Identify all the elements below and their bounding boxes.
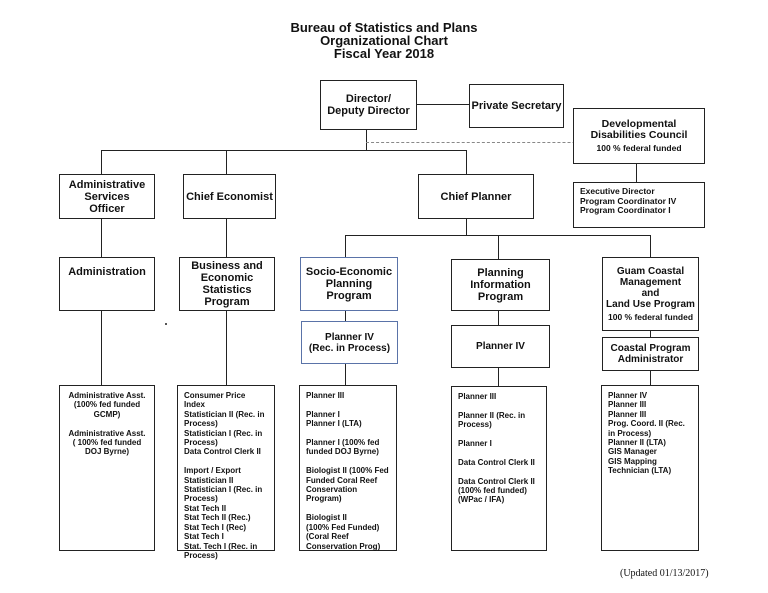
connector: [498, 311, 500, 325]
connector: [466, 219, 468, 235]
chart-title-line1: Bureau of Statistics and Plans: [290, 20, 478, 35]
connector: [226, 311, 228, 385]
socio-econ-box: Socio-Economic Planning Program: [300, 257, 398, 311]
ddc-staff-list: Executive Director Program Coordinator I…: [580, 186, 677, 215]
connector: [498, 235, 500, 259]
connector: [226, 150, 228, 174]
connector: [101, 311, 103, 385]
business-econ-label: Business and Economic Statistics Program: [191, 260, 263, 308]
connector: [345, 311, 347, 321]
coastal-staff-box: Planner IV Planner III Planner III Prog.…: [601, 385, 699, 551]
info-staff-list: Planner III Planner II (Rec. in Process)…: [458, 392, 535, 505]
ddc-box: Developmental Disabilities Council 100 %…: [573, 108, 705, 164]
planner-iv-socio-label: Planner IV (Rec. in Process): [308, 331, 391, 354]
director-box: Director/ Deputy Director: [320, 80, 417, 130]
business-staff-list: Consumer Price Index Statistician II (Re…: [184, 391, 265, 560]
connector: [345, 235, 650, 237]
chart-title-line3: Fiscal Year 2018: [333, 46, 435, 61]
connector: [417, 104, 469, 106]
chief-planner-box: Chief Planner: [418, 174, 534, 219]
administration-label: Administration: [68, 266, 146, 278]
coastal-staff-list: Planner IV Planner III Planner III Prog.…: [608, 391, 685, 476]
info-staff-box: Planner III Planner II (Rec. in Process)…: [451, 386, 547, 551]
chief-economist-box: Chief Economist: [183, 174, 276, 219]
connector: [366, 130, 368, 150]
connector: [226, 219, 228, 257]
connector: [498, 368, 500, 386]
planner-iv-info-label: Planner IV: [476, 341, 525, 352]
coastal-admin-box: Coastal Program Administrator: [602, 337, 699, 371]
private-secretary-label: Private Secretary: [471, 100, 562, 112]
planning-info-label: Planning Information Program: [470, 267, 531, 303]
stray-dot: [165, 323, 167, 325]
connector: [636, 164, 638, 182]
guam-coastal-note: 100 % federal funded: [607, 311, 694, 322]
planner-iv-socio-box: Planner IV (Rec. in Process): [301, 321, 398, 364]
planning-info-box: Planning Information Program: [451, 259, 550, 311]
connector: [650, 235, 652, 257]
business-econ-box: Business and Economic Statistics Program: [179, 257, 275, 311]
admin-staff-list: Administrative Asst. (100% fed funded GC…: [68, 391, 146, 457]
business-staff-box: Consumer Price Index Statistician II (Re…: [177, 385, 275, 560]
chart-title-line2: Organizational Chart: [320, 33, 448, 48]
private-secretary-box: Private Secretary: [469, 84, 564, 128]
connector: [345, 364, 347, 385]
chief-economist-label: Chief Economist: [186, 190, 273, 203]
socio-econ-label: Socio-Economic Planning Program: [305, 266, 393, 302]
connector: [650, 371, 652, 385]
connector: [650, 331, 652, 337]
coastal-admin-label: Coastal Program Administrator: [610, 343, 691, 365]
ddc-title: Developmental Disabilities Council: [590, 117, 688, 141]
connector: [466, 150, 468, 174]
ddc-staff-box: Executive Director Program Coordinator I…: [573, 182, 705, 228]
planner-iv-info-box: Planner IV: [451, 325, 550, 368]
admin-staff-box: Administrative Asst. (100% fed funded GC…: [59, 385, 155, 551]
guam-coastal-label: Guam Coastal Management and Land Use Pro…: [606, 265, 695, 310]
connector: [101, 150, 103, 174]
updated-note: (Updated 01/13/2017): [620, 568, 709, 579]
admin-officer-label: Administrative Services Officer: [68, 178, 146, 215]
connector: [101, 150, 466, 152]
administration-box: Administration: [59, 257, 155, 311]
socio-staff-box: Planner III Planner I Planner I (LTA) Pl…: [299, 385, 397, 551]
guam-coastal-box: Guam Coastal Management and Land Use Pro…: [602, 257, 699, 331]
chief-planner-label: Chief Planner: [440, 190, 512, 203]
socio-staff-list: Planner III Planner I Planner I (LTA) Pl…: [306, 391, 389, 551]
director-label: Director/ Deputy Director: [327, 93, 410, 117]
admin-officer-box: Administrative Services Officer: [59, 174, 155, 219]
connector: [101, 219, 103, 257]
dashed-connector: [366, 142, 636, 143]
connector: [345, 235, 347, 257]
ddc-note: 100 % federal funded: [596, 142, 682, 153]
